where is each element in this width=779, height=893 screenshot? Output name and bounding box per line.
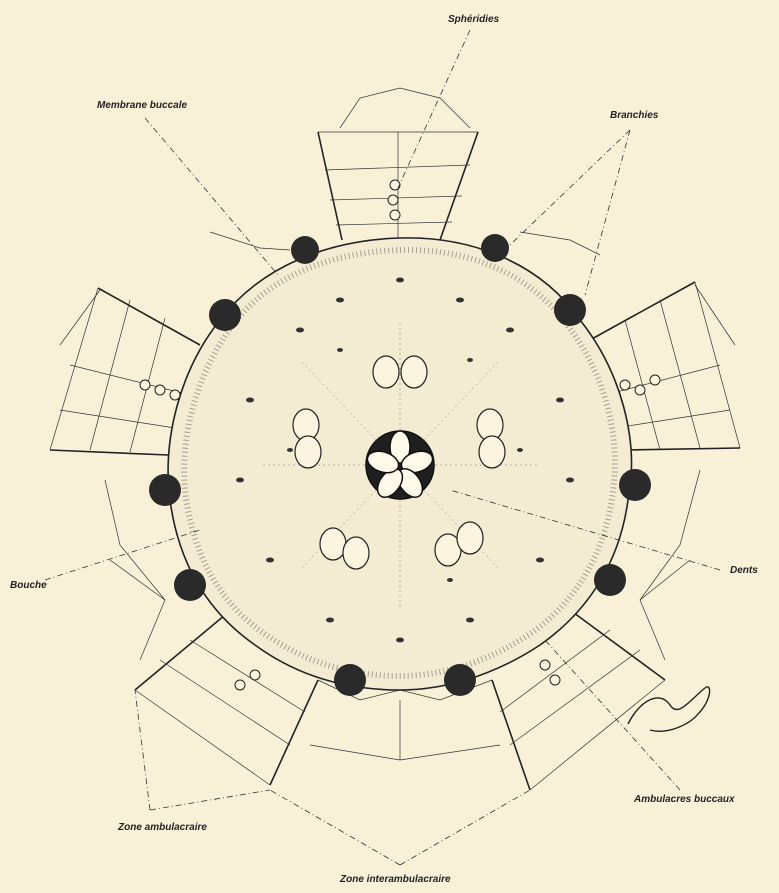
label-zone-ambulacraire: Zone ambulacraire bbox=[117, 822, 207, 833]
label-membrane-buccale: Membrane buccale bbox=[97, 100, 187, 111]
label-zone-interambulacraire: Zone interambulacraire bbox=[339, 874, 451, 885]
label-ambulacres-buccaux: Ambulacres buccaux bbox=[633, 794, 735, 805]
artist-signature bbox=[628, 687, 710, 731]
label-bouche: Bouche bbox=[10, 580, 47, 591]
label-dents: Dents bbox=[730, 565, 758, 576]
label-branchies: Branchies bbox=[610, 110, 659, 121]
label-spheridies: Sphéridies bbox=[448, 14, 500, 25]
